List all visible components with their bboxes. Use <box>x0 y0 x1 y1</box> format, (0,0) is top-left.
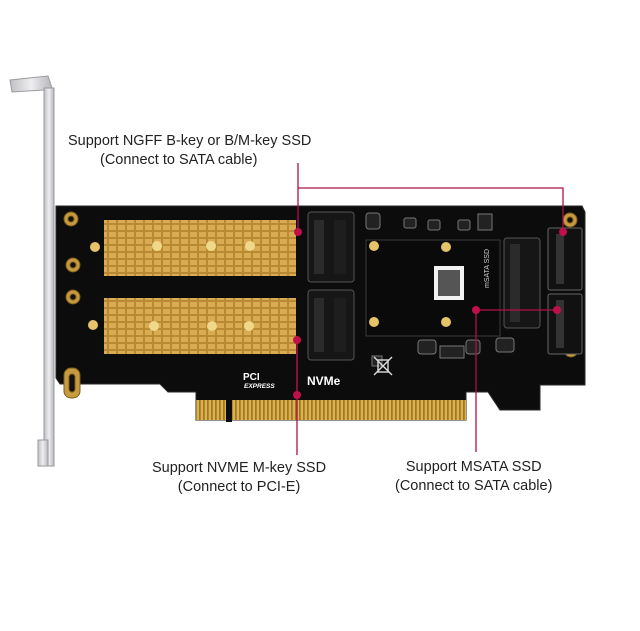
pci-express-logo: PCI EXPRESS <box>243 372 275 390</box>
nvme-board-label: NVMe <box>307 374 341 388</box>
metal-bracket <box>9 75 55 467</box>
callout-msata-line1: Support MSATA SSD <box>405 459 542 475</box>
callout-msata-line2: (Connect to SATA cable) <box>395 478 553 494</box>
callout-nvme-line2: (Connect to PCI-E) <box>177 479 301 495</box>
recycle-bin-icon <box>373 356 393 376</box>
callout-ngff-line1: Support NGFF B-key or B/M-key SSD <box>68 133 312 149</box>
board-components <box>365 212 515 367</box>
m2-slot-bottom <box>88 289 355 361</box>
msata-slot: mSATA SSD <box>365 237 541 337</box>
pcie-gold-fingers <box>196 400 466 420</box>
callout-msata: Support MSATA SSD (Connect to SATA cable… <box>395 458 552 496</box>
svg-text:EXPRESS: EXPRESS <box>244 383 275 390</box>
callout-ngff: Support NGFF B-key or B/M-key SSD (Conne… <box>68 132 311 170</box>
callout-nvme: Support NVME M-key SSD (Connect to PCI-E… <box>152 459 326 497</box>
callout-dots <box>293 228 567 399</box>
mounting-holes <box>63 211 579 399</box>
callout-ngff-line2: (Connect to SATA cable) <box>100 152 258 168</box>
msata-slot-label: mSATA SSD <box>484 249 491 288</box>
svg-text:PCI: PCI <box>243 372 260 383</box>
callout-nvme-line1: Support NVME M-key SSD <box>152 460 327 476</box>
m2-slot-top <box>90 211 355 283</box>
